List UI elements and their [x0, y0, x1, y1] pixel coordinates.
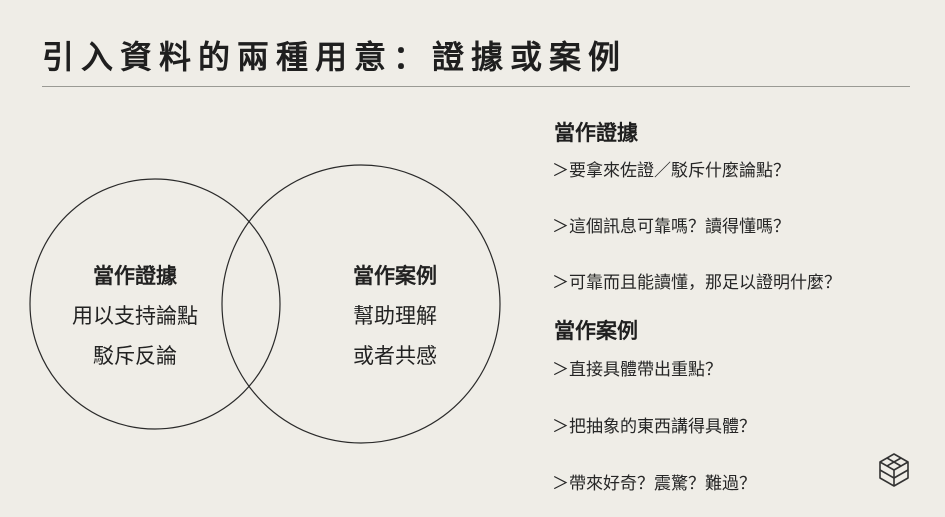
page-title: 引入資料的兩種用意：證據或案例 — [42, 38, 628, 76]
venn-cases-heading: 當作案例 — [353, 264, 437, 288]
cases-item: ＞直接具體帶出重點？ — [552, 360, 722, 380]
venn-evidence-line1: 用以支持論點 — [72, 304, 198, 328]
venn-label-cases: 當作案例 幫助理解 或者共感 — [310, 256, 480, 376]
venn-label-evidence: 當作證據 用以支持論點 駁斥反論 — [40, 256, 230, 376]
title-divider — [42, 86, 910, 87]
cases-item: ＞把抽象的東西講得具體？ — [552, 417, 756, 437]
evidence-section-title: 當作證據 — [554, 121, 638, 145]
cases-section-title: 當作案例 — [554, 319, 638, 343]
evidence-item: ＞這個訊息可靠嗎？讀得懂嗎？ — [552, 217, 790, 237]
venn-circle-evidence — [29, 178, 281, 430]
venn-circle-cases — [221, 164, 501, 444]
evidence-item: ＞可靠而且能讀懂，那足以證明什麼？ — [552, 273, 841, 293]
venn-evidence-heading: 當作證據 — [93, 264, 177, 288]
cube-leaf-logo-icon — [879, 453, 909, 487]
evidence-item: ＞要拿來佐證／駁斥什麼論點？ — [552, 161, 790, 181]
venn-cases-line1: 幫助理解 — [353, 304, 437, 328]
cases-item: ＞帶來好奇？震驚？難過？ — [552, 474, 756, 494]
venn-evidence-line2: 駁斥反論 — [93, 344, 177, 368]
venn-cases-line2: 或者共感 — [353, 344, 437, 368]
